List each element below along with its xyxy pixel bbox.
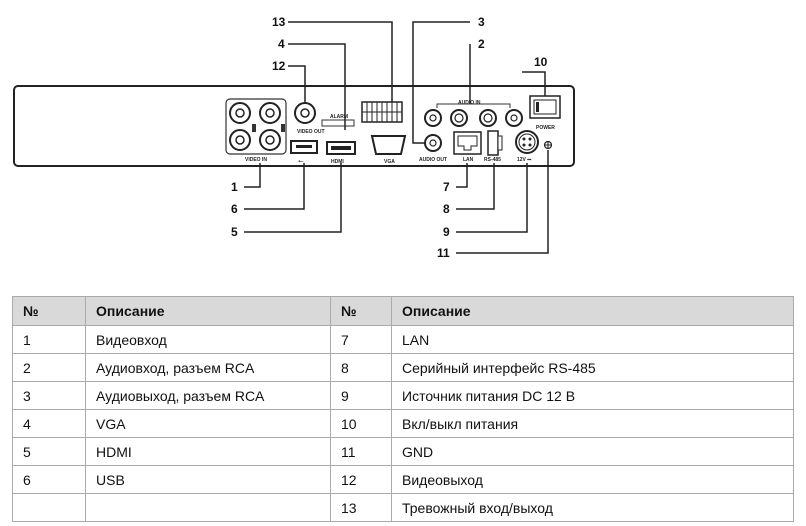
- cell-description: VGA: [85, 409, 331, 438]
- table-header-row: № Описание № Описание: [12, 296, 794, 326]
- cell-number: 1: [12, 325, 86, 354]
- label-power: POWER: [536, 125, 555, 131]
- dc-12v-connector: [515, 130, 539, 154]
- label-12v: 12V ⎓: [517, 157, 531, 163]
- cell-description: USB: [85, 465, 331, 494]
- power-switch: [529, 95, 561, 119]
- audio-in-connectors: [424, 109, 523, 127]
- cell-description: GND: [391, 437, 794, 466]
- cell-description: HDMI: [85, 437, 331, 466]
- cell-description: Серийный интерфейс RS-485: [391, 353, 794, 382]
- callout-10: 10: [534, 55, 548, 69]
- label-video-in: VIDEO IN: [245, 157, 267, 163]
- lan-port: [453, 131, 482, 155]
- rear-panel-diagram: VIDEO IN VIDEO OUT ⭠ ALARM HDMI VGA AUDI…: [13, 15, 575, 260]
- rs485-terminal: [487, 130, 499, 156]
- label-audio-out: AUDIO OUT: [419, 157, 447, 163]
- vga-port: [370, 135, 407, 155]
- cell-number: 9: [330, 381, 392, 410]
- cell-number: 7: [330, 325, 392, 354]
- label-vga: VGA: [384, 159, 395, 165]
- callout-6: 6: [231, 202, 238, 216]
- cell-description: Источник питания DC 12 В: [391, 381, 794, 410]
- cell-number: 5: [12, 437, 86, 466]
- cell-number: [12, 493, 86, 522]
- hdmi-logo: HDMI: [331, 159, 344, 165]
- cell-description: Тревожный вход/выход: [391, 493, 794, 522]
- callout-3: 3: [478, 15, 485, 29]
- callout-2: 2: [478, 37, 485, 51]
- callout-11: 11: [437, 246, 450, 260]
- gnd-terminal: [543, 140, 553, 150]
- cell-number: 10: [330, 409, 392, 438]
- alarm-terminal-block: [361, 101, 403, 123]
- cell-description: LAN: [391, 325, 794, 354]
- header-number-left: №: [12, 296, 86, 326]
- cell-description: Видеовход: [85, 325, 331, 354]
- header-description-left: Описание: [85, 296, 331, 326]
- callout-7: 7: [443, 180, 450, 194]
- callout-1: 1: [231, 180, 238, 194]
- cell-number: 3: [12, 381, 86, 410]
- alarm-terminal-small: [321, 119, 355, 127]
- usb-icon: ⭠: [298, 157, 304, 165]
- label-video-out: VIDEO OUT: [297, 129, 325, 135]
- header-description-right: Описание: [391, 296, 794, 326]
- cell-description: Видеовыход: [391, 465, 794, 494]
- callout-8: 8: [443, 202, 450, 216]
- cell-description: Аудиовход, разъем RCA: [85, 353, 331, 382]
- callout-4: 4: [278, 37, 285, 51]
- cell-number: 8: [330, 353, 392, 382]
- leader-lines: [244, 21, 549, 254]
- callout-13: 13: [272, 15, 286, 29]
- cell-number: 12: [330, 465, 392, 494]
- callout-5: 5: [231, 225, 238, 239]
- cell-number: 13: [330, 493, 392, 522]
- label-alarm: ALARM: [330, 114, 348, 120]
- cell-number: 11: [330, 437, 392, 466]
- video-in-connectors: [225, 98, 287, 155]
- label-rs485: RS-485: [484, 157, 501, 163]
- cell-number: 6: [12, 465, 86, 494]
- label-lan: LAN: [463, 157, 474, 163]
- cell-description: Аудиовыход, разъем RCA: [85, 381, 331, 410]
- header-number-right: №: [330, 296, 392, 326]
- callout-9: 9: [443, 225, 450, 239]
- cell-description: [85, 493, 331, 522]
- callout-12: 12: [272, 59, 286, 73]
- cell-number: 4: [12, 409, 86, 438]
- cell-number: 2: [12, 353, 86, 382]
- cell-description: Вкл/выкл питания: [391, 409, 794, 438]
